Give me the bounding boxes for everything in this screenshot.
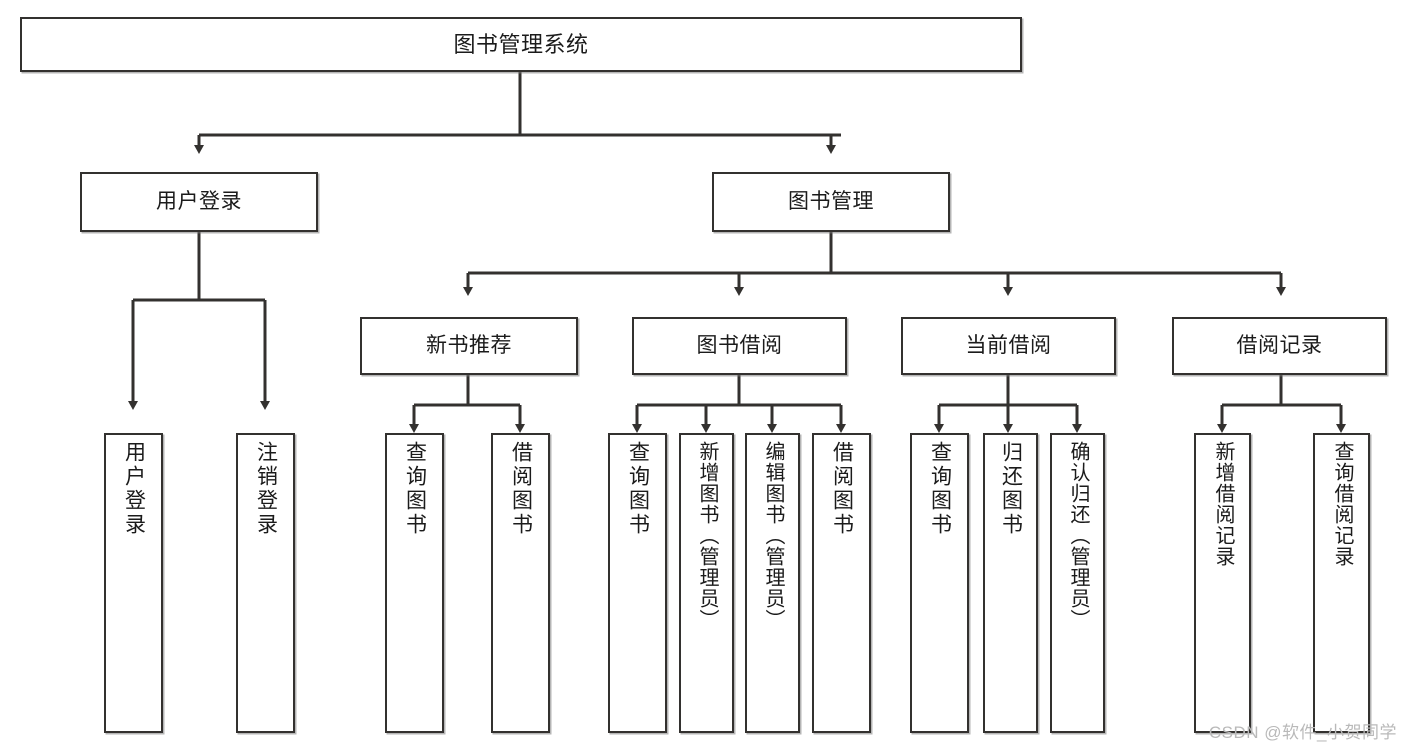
node-user-login[interactable]: 用户登录 (80, 172, 318, 232)
leaf-user-login-label: 用户登录 (122, 441, 146, 537)
leaf-bb-borrow-book[interactable]: 借阅图书 (812, 433, 871, 733)
leaf-bb-add-book[interactable]: 新增图书（管理员） (679, 433, 734, 733)
leaf-logout[interactable]: 注销登录 (236, 433, 295, 733)
leaf-cb-confirm-return-label: 确认归还（管理员） (1067, 441, 1089, 630)
node-current-borrow-label: 当前借阅 (965, 333, 1052, 357)
node-book-borrow[interactable]: 图书借阅 (632, 317, 847, 375)
node-new-book-recommend[interactable]: 新书推荐 (360, 317, 578, 375)
leaf-nb-query-book-label: 查询图书 (403, 441, 427, 537)
node-root-system-label: 图书管理系统 (453, 31, 589, 57)
leaf-cb-confirm-return[interactable]: 确认归还（管理员） (1050, 433, 1105, 733)
leaf-br-add-record[interactable]: 新增借阅记录 (1194, 433, 1251, 733)
leaf-bb-add-book-label: 新增图书（管理员） (696, 441, 718, 630)
leaf-br-query-record-label: 查询借阅记录 (1331, 441, 1353, 567)
csdn-watermark: CSDN @软件_小贺同学 (1208, 723, 1397, 742)
leaf-bb-query-book-label: 查询图书 (626, 441, 650, 537)
leaf-bb-borrow-book-label: 借阅图书 (830, 441, 854, 537)
leaf-cb-return-book[interactable]: 归还图书 (983, 433, 1038, 733)
node-book-management-label: 图书管理 (788, 189, 874, 213)
node-root-system[interactable]: 图书管理系统 (20, 17, 1022, 72)
node-borrow-record[interactable]: 借阅记录 (1172, 317, 1387, 375)
leaf-nb-borrow-book-label: 借阅图书 (509, 441, 533, 537)
node-current-borrow[interactable]: 当前借阅 (901, 317, 1116, 375)
leaf-cb-query-book[interactable]: 查询图书 (910, 433, 969, 733)
leaf-logout-label: 注销登录 (254, 441, 278, 537)
leaf-user-login[interactable]: 用户登录 (104, 433, 163, 733)
node-book-management[interactable]: 图书管理 (712, 172, 950, 232)
node-borrow-record-label: 借阅记录 (1236, 333, 1323, 357)
node-user-login-label: 用户登录 (156, 189, 242, 213)
leaf-nb-query-book[interactable]: 查询图书 (385, 433, 444, 733)
node-new-book-recommend-label: 新书推荐 (426, 333, 512, 357)
node-book-borrow-label: 图书借阅 (696, 333, 783, 357)
leaf-cb-query-book-label: 查询图书 (928, 441, 952, 537)
leaf-bb-edit-book[interactable]: 编辑图书（管理员） (745, 433, 800, 733)
leaf-bb-edit-book-label: 编辑图书（管理员） (762, 441, 784, 630)
leaf-cb-return-book-label: 归还图书 (999, 441, 1023, 537)
leaf-br-add-record-label: 新增借阅记录 (1212, 441, 1234, 567)
leaf-bb-query-book[interactable]: 查询图书 (608, 433, 667, 733)
leaf-nb-borrow-book[interactable]: 借阅图书 (491, 433, 550, 733)
leaf-br-query-record[interactable]: 查询借阅记录 (1313, 433, 1370, 733)
